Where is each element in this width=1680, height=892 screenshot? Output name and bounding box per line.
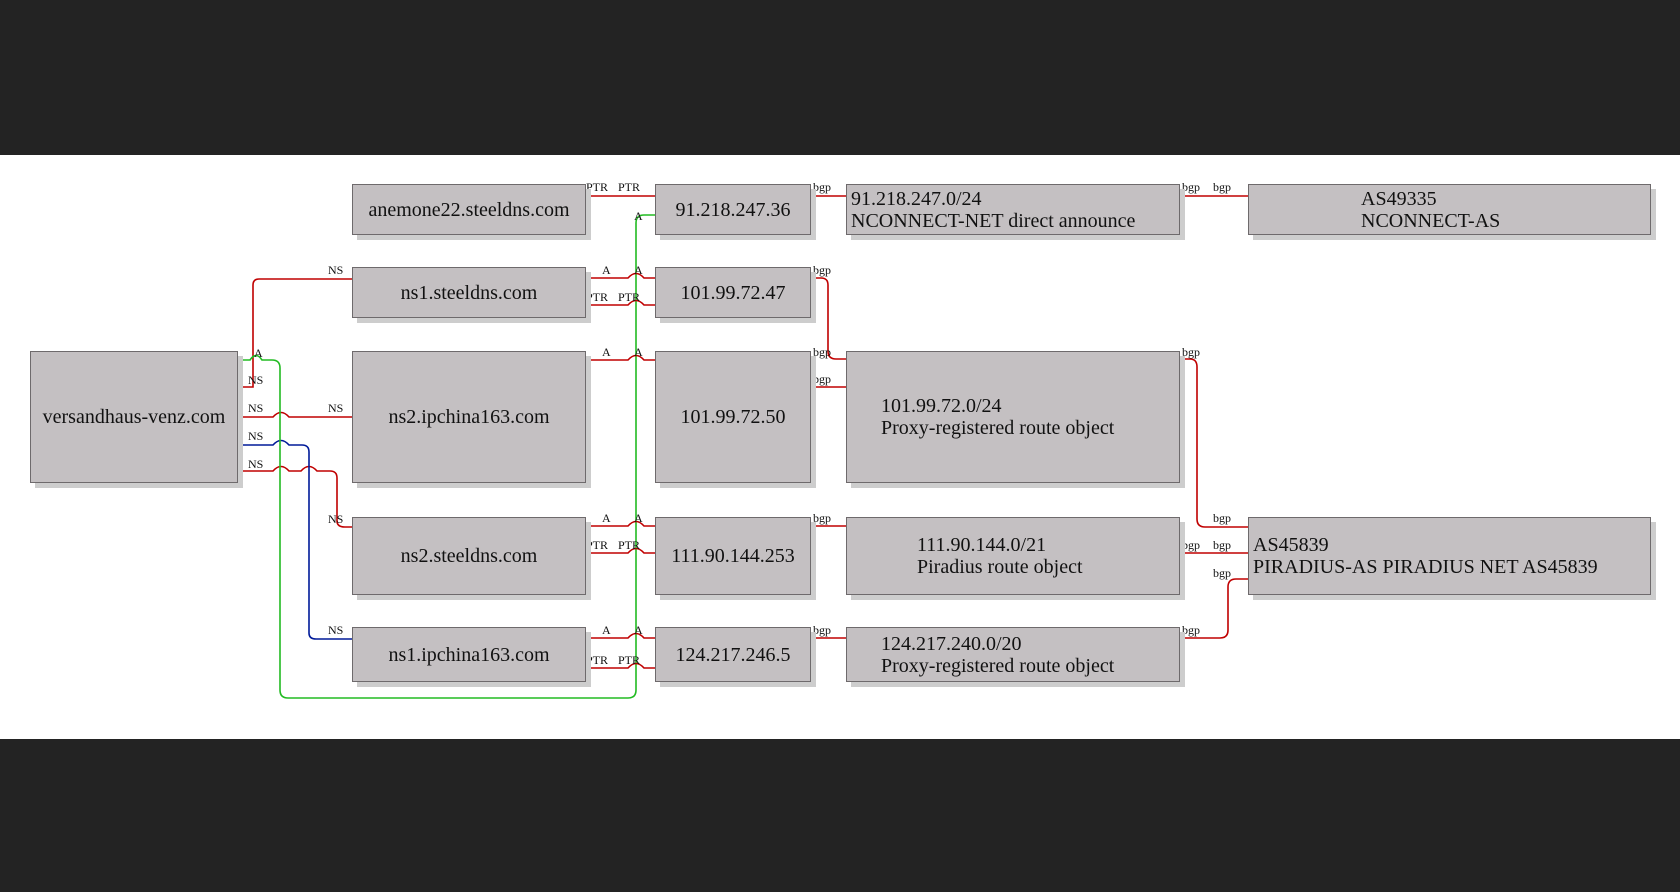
edge-a-domain [240,214,655,699]
prefix-label: 101.99.72.0/24 [881,395,1002,417]
edge-label-ptr: PTR [586,538,609,552]
edge-label-a: A [634,511,643,525]
edge-label-ptr: PTR [618,180,641,194]
diagram-canvas: NS NS NS NS NS NS NS NS A A PTR PTR A A … [0,155,1680,739]
edge-bgp-net124-as45839 [1179,578,1248,639]
edge-label-bgp: bgp [1182,345,1200,359]
ip-label: 111.90.144.253 [671,545,795,567]
edge-label-bgp: bgp [1213,511,1231,525]
edge-label-bgp: bgp [1182,180,1200,194]
ip-node-91-218-247-36[interactable]: 91.218.247.36 [655,184,811,235]
edge-label-bgp: bgp [813,180,831,194]
edge-label-ns: NS [248,457,264,471]
edge-label-ns: NS [328,263,344,277]
edge-label-ns: NS [328,512,344,526]
edge-label-ns: NS [328,623,344,637]
prefix-description: Proxy-registered route object [881,417,1115,439]
nameserver-node-ns2-ipchina163[interactable]: ns2.ipchina163.com [352,351,586,483]
edge-label-a: A [602,345,611,359]
as-node-49335[interactable]: AS49335 NCONNECT-AS [1248,184,1651,235]
prefix-label: 124.217.240.0/20 [881,632,1022,655]
edge-label-ns: NS [248,401,264,415]
edge-label-bgp: bgp [813,623,831,637]
edge-label-ptr: PTR [618,290,641,304]
edge-label-a: A [634,263,643,277]
ip-node-111-90-144-253[interactable]: 111.90.144.253 [655,517,811,595]
edge-label-a: A [634,623,643,637]
edge-label-ns: NS [328,401,344,415]
as-node-45839[interactable]: AS45839 PIRADIUS-AS PIRADIUS NET AS45839 [1248,517,1651,595]
edge-label-ptr: PTR [618,653,641,667]
edge-label-ptr: PTR [586,653,609,667]
edge-label-bgp: bgp [813,345,831,359]
edge-label-ptr: PTR [618,538,641,552]
ip-label: 124.217.246.5 [675,643,791,666]
edge-label-a: A [602,511,611,525]
edge-label-ns: NS [248,373,264,387]
edge-ns-ns1-steeldns [240,278,352,388]
edge-label-bgp: bgp [813,372,831,386]
ip-label: 91.218.247.36 [675,198,791,221]
prefix-description: NCONNECT-NET direct announce [851,209,1136,232]
edge-label-bgp: bgp [1213,566,1231,580]
edge-label-ns: NS [248,429,264,443]
prefix-description: Piradius route object [917,556,1083,578]
domain-node[interactable]: versandhaus-venz.com [30,351,238,483]
ip-node-124-217-246-5[interactable]: 124.217.246.5 [655,627,811,682]
prefix-node-101-99-72-0-24[interactable]: 101.99.72.0/24 Proxy-registered route ob… [846,351,1180,483]
edge-label-ptr: PTR [586,180,609,194]
edge-label-bgp: bgp [813,511,831,525]
edge-a-ns1-ipchina [586,632,655,639]
edge-a-ns2-steeldns [586,520,655,527]
edge-label-bgp: bgp [1182,623,1200,637]
edge-layer [240,195,1248,699]
edge-label-bgp: bgp [1213,180,1231,194]
prefix-label: 111.90.144.0/21 [917,534,1047,556]
prefix-node-91-218-247-0-24[interactable]: 91.218.247.0/24 NCONNECT-NET direct anno… [846,184,1180,235]
edge-label-a: A [602,263,611,277]
domain-label: versandhaus-venz.com [42,406,226,428]
nameserver-label: ns2.ipchina163.com [388,406,550,428]
edge-a-ns2-ipchina [586,354,655,361]
edge-bgp-net101-as45839 [1179,358,1248,528]
edge-label-a: A [602,623,611,637]
nameserver-label: ns2.steeldns.com [400,545,538,567]
edge-ptr-ns1-steeldns [586,299,655,306]
ip-node-101-99-72-47[interactable]: 101.99.72.47 [655,267,811,318]
edge-ptr-ns2-steeldns [586,547,655,554]
nameserver-node-ns1-ipchina163[interactable]: ns1.ipchina163.com [352,627,586,682]
edge-label-bgp: bgp [813,263,831,277]
nameserver-label: ns1.ipchina163.com [388,643,550,666]
edge-label-a: A [254,346,263,360]
edge-label-ptr: PTR [586,290,609,304]
edge-ptr-ns1-ipchina [586,662,655,669]
hostname-label: anemone22.steeldns.com [368,198,570,221]
ip-label: 101.99.72.50 [680,406,786,428]
prefix-label: 91.218.247.0/24 [851,187,982,210]
prefix-node-124-217-240-0-20[interactable]: 124.217.240.0/20 Proxy-registered route … [846,627,1180,682]
nameserver-label: ns1.steeldns.com [400,281,538,304]
nameserver-node-ns2-steeldns[interactable]: ns2.steeldns.com [352,517,586,595]
edge-ns-ns2-steeldns [240,465,352,528]
edge-bgp-101-47 [810,277,846,360]
hostname-node-anemone22[interactable]: anemone22.steeldns.com [352,184,586,235]
edge-label-bgp: bgp [1213,538,1231,552]
edge-a-ns1-steeldns [586,272,655,279]
as-name: NCONNECT-AS [1361,209,1501,232]
prefix-node-111-90-144-0-21[interactable]: 111.90.144.0/21 Piradius route object [846,517,1180,595]
edge-label-bgp: bgp [1182,538,1200,552]
as-number: AS49335 [1361,187,1437,210]
ip-node-101-99-72-50[interactable]: 101.99.72.50 [655,351,811,483]
ip-label: 101.99.72.47 [680,281,786,304]
nameserver-node-ns1-steeldns[interactable]: ns1.steeldns.com [352,267,586,318]
edge-ns-ns2-ipchina [240,411,352,418]
as-number: AS45839 [1253,534,1329,556]
edge-label-a: A [634,345,643,359]
as-name: PIRADIUS-AS PIRADIUS NET AS45839 [1253,556,1598,578]
prefix-description: Proxy-registered route object [881,654,1115,677]
edge-label-a: A [634,209,643,223]
